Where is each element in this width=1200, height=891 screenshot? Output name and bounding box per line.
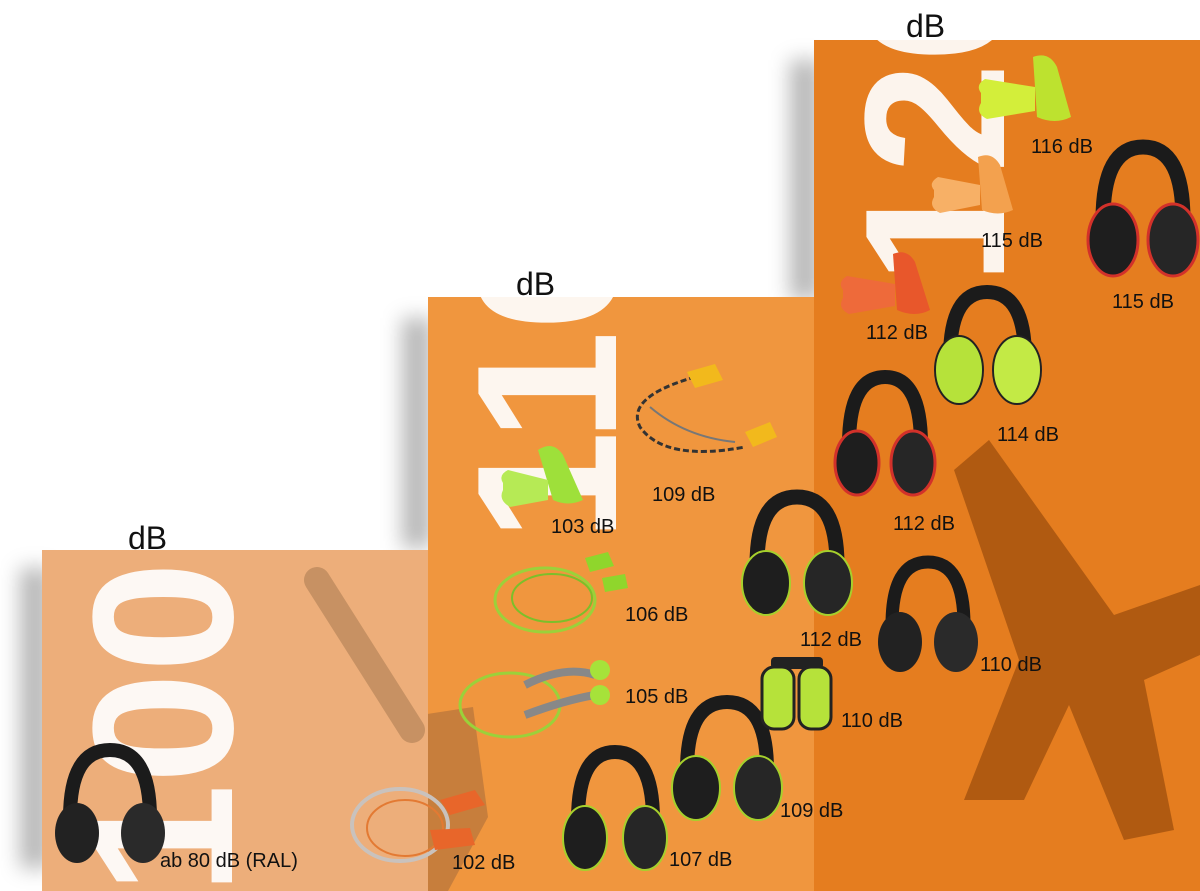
foam-earplugs-lime-icon bbox=[978, 55, 1071, 122]
product-label: 115 dB bbox=[1112, 291, 1174, 313]
foam-earplugs-red-icon bbox=[840, 252, 930, 314]
earmuff-black-icon bbox=[878, 555, 978, 672]
product-label: 106 dB bbox=[625, 604, 689, 626]
corded-earplugs-orange-icon bbox=[350, 787, 485, 863]
earmuff-black-lime-icon bbox=[741, 489, 853, 616]
earmuff-black-icon bbox=[55, 742, 165, 863]
product-label: 112 dB bbox=[866, 322, 928, 344]
foam-earplugs-lime-icon bbox=[501, 446, 583, 507]
earmuff-black-lime-icon bbox=[671, 694, 783, 821]
product-label: 116 dB bbox=[1031, 136, 1093, 158]
corded-earplugs-yellow-icon bbox=[635, 364, 777, 453]
product-label: 107 dB bbox=[669, 849, 733, 871]
product-label: 115 dB bbox=[981, 230, 1043, 252]
airplane-silhouette-icon bbox=[954, 440, 1200, 840]
corded-earplugs-lime-grey-icon bbox=[458, 660, 610, 739]
product-label: 109 dB bbox=[780, 800, 844, 822]
tier-110-unit: dB bbox=[516, 266, 556, 302]
foam-earplugs-orange-icon bbox=[931, 155, 1013, 214]
lollipop-silhouette-icon bbox=[304, 567, 425, 743]
product-label: 102 dB bbox=[452, 852, 516, 874]
product-label: 112 dB bbox=[800, 629, 862, 651]
product-label: 103 dB bbox=[551, 516, 615, 538]
product-label: 110 dB bbox=[980, 654, 1042, 676]
tier-120-unit: dB bbox=[906, 8, 946, 44]
product-label: 114 dB bbox=[997, 424, 1059, 446]
earmuff-black-lime-icon bbox=[562, 744, 668, 871]
product-label: 112 dB bbox=[893, 513, 955, 535]
earmuff-lime-folding-icon bbox=[760, 657, 833, 731]
tier-100-unit: dB bbox=[128, 520, 168, 556]
product-label: 105 dB bbox=[625, 686, 689, 708]
earmuff-black-red-icon bbox=[1086, 139, 1200, 278]
tier-110-shadow bbox=[402, 318, 432, 548]
product-label: 110 dB bbox=[841, 710, 903, 732]
product-label: ab 80 dB (RAL) bbox=[160, 850, 298, 872]
product-label: 109 dB bbox=[652, 484, 716, 506]
corded-earplugs-lime-icon bbox=[493, 552, 628, 634]
earmuff-lime-icon bbox=[934, 284, 1042, 405]
earmuff-black-red-icon bbox=[833, 369, 937, 497]
